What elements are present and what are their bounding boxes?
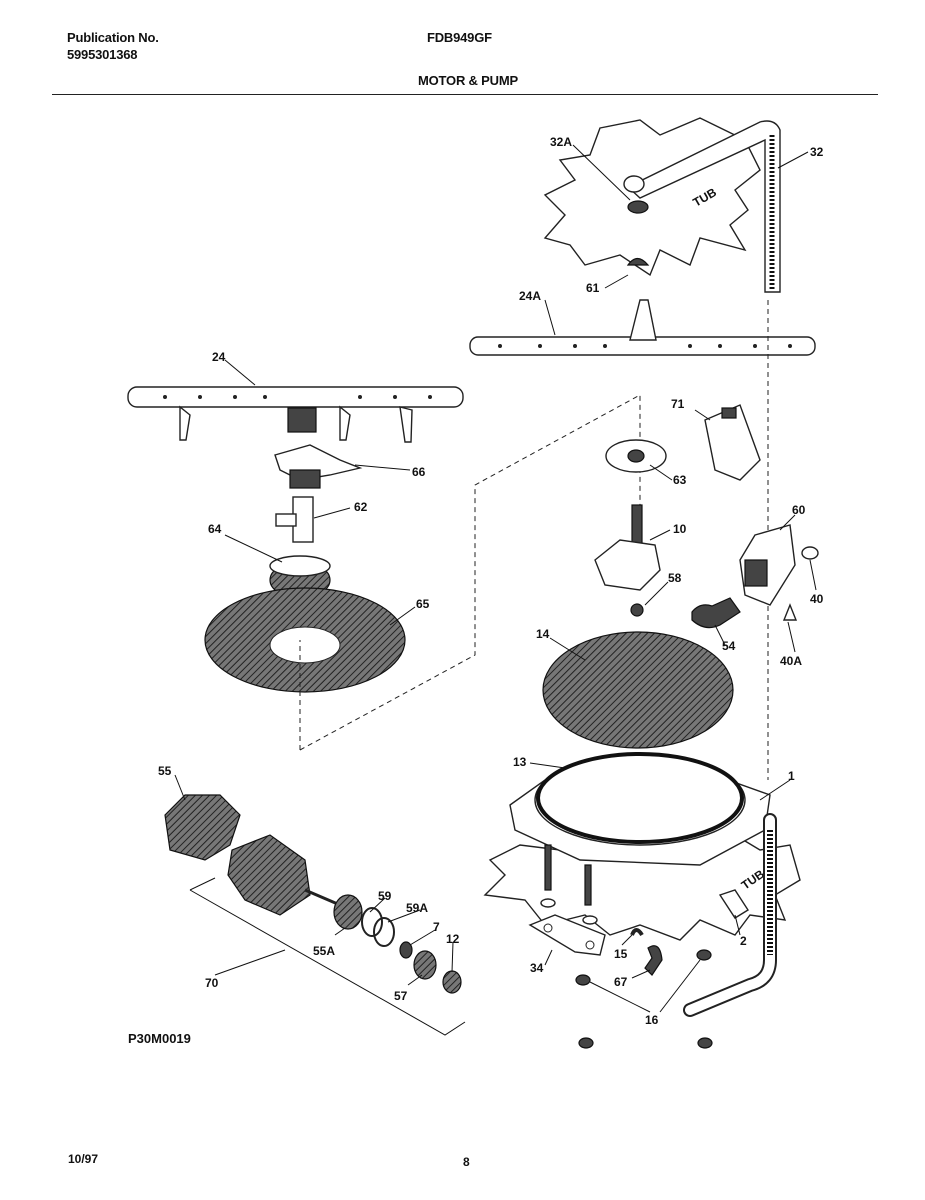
part-34-bracket [528, 914, 606, 956]
part-1-sump [509, 754, 771, 866]
callout-63: 63 [673, 473, 687, 487]
part-55A-seal [333, 894, 363, 930]
callout-60: 60 [792, 503, 806, 517]
callout-55A: 55A [313, 944, 335, 958]
part-16-nuts [575, 949, 713, 1049]
publication-number: 5995301368 [67, 47, 138, 62]
motor-rotor [227, 834, 341, 916]
callout-34: 34 [530, 961, 544, 975]
callout-12: 12 [446, 932, 460, 946]
callout-67: 67 [614, 975, 628, 989]
part-57-impeller [413, 950, 437, 980]
mounting-bolts [540, 844, 598, 925]
lower-spray-arm-24 [127, 386, 464, 443]
part-55-motor-housing [164, 794, 241, 861]
callout-labels: 32A 32 61 24A 24 71 66 63 62 64 10 60 58… [158, 135, 824, 1027]
callout-40: 40 [810, 592, 824, 606]
part-54-hose [691, 597, 741, 629]
diagram-code: P30M0019 [128, 1031, 191, 1046]
callout-7: 7 [433, 920, 440, 934]
part-61-nut [626, 257, 650, 266]
callout-70: 70 [205, 976, 219, 990]
callout-59: 59 [378, 889, 392, 903]
callout-1: 1 [788, 769, 795, 783]
callout-62: 62 [354, 500, 368, 514]
callout-15: 15 [614, 947, 628, 961]
callout-54: 54 [722, 639, 736, 653]
spray-tube-32 [623, 120, 781, 293]
part-7-washer [399, 941, 413, 959]
callout-32A: 32A [550, 135, 572, 149]
callout-61: 61 [586, 281, 600, 295]
callout-16: 16 [645, 1013, 659, 1027]
callout-14: 14 [536, 627, 550, 641]
callout-58: 58 [668, 571, 682, 585]
upper-spray-arm-24A [469, 299, 816, 356]
model-number: FDB949GF [427, 30, 492, 45]
page-number: 8 [463, 1155, 470, 1169]
callout-55: 55 [158, 764, 172, 778]
part-60-valve [739, 524, 796, 606]
leader-lines [174, 144, 817, 1013]
part-40-clamp [801, 546, 819, 560]
section-title: MOTOR & PUMP [418, 73, 518, 88]
part-13-seal-ring [536, 752, 744, 844]
footer-date: 10/97 [68, 1152, 99, 1166]
callout-10: 10 [673, 522, 687, 536]
callout-65: 65 [416, 597, 430, 611]
callout-13: 13 [513, 755, 527, 769]
part-62-tube [275, 496, 314, 543]
header-rule [52, 94, 878, 95]
callout-59A: 59A [406, 901, 428, 915]
part-14-filter [542, 631, 734, 749]
part-10-housing [594, 504, 661, 591]
callout-32: 32 [810, 145, 824, 159]
part-59-ring [361, 907, 383, 937]
drain-hose [683, 813, 777, 1017]
part-71-bracket [704, 404, 761, 481]
callout-24A: 24A [519, 289, 541, 303]
part-32A-grommet [627, 200, 649, 214]
part-40A-clip [782, 603, 798, 621]
bracket-70-top [189, 877, 216, 891]
publication-label: Publication No. [67, 30, 159, 45]
bracket-70 [189, 889, 466, 1036]
callout-71: 71 [671, 397, 685, 411]
part-12-nut [442, 970, 462, 994]
part-66-impeller [274, 444, 363, 489]
callout-2: 2 [740, 934, 747, 948]
part-59A-ring [373, 917, 395, 947]
part-67-hose [644, 945, 663, 976]
part-63-disc [605, 439, 667, 473]
part-15-clamp [630, 928, 644, 937]
callout-57: 57 [394, 989, 408, 1003]
callout-24: 24 [212, 350, 226, 364]
callout-64: 64 [208, 522, 222, 536]
callout-40A: 40A [780, 654, 802, 668]
callout-66: 66 [412, 465, 426, 479]
part-58-nut [630, 603, 644, 617]
part-65-filter-screen [204, 587, 406, 693]
part-2-clip [718, 889, 749, 919]
